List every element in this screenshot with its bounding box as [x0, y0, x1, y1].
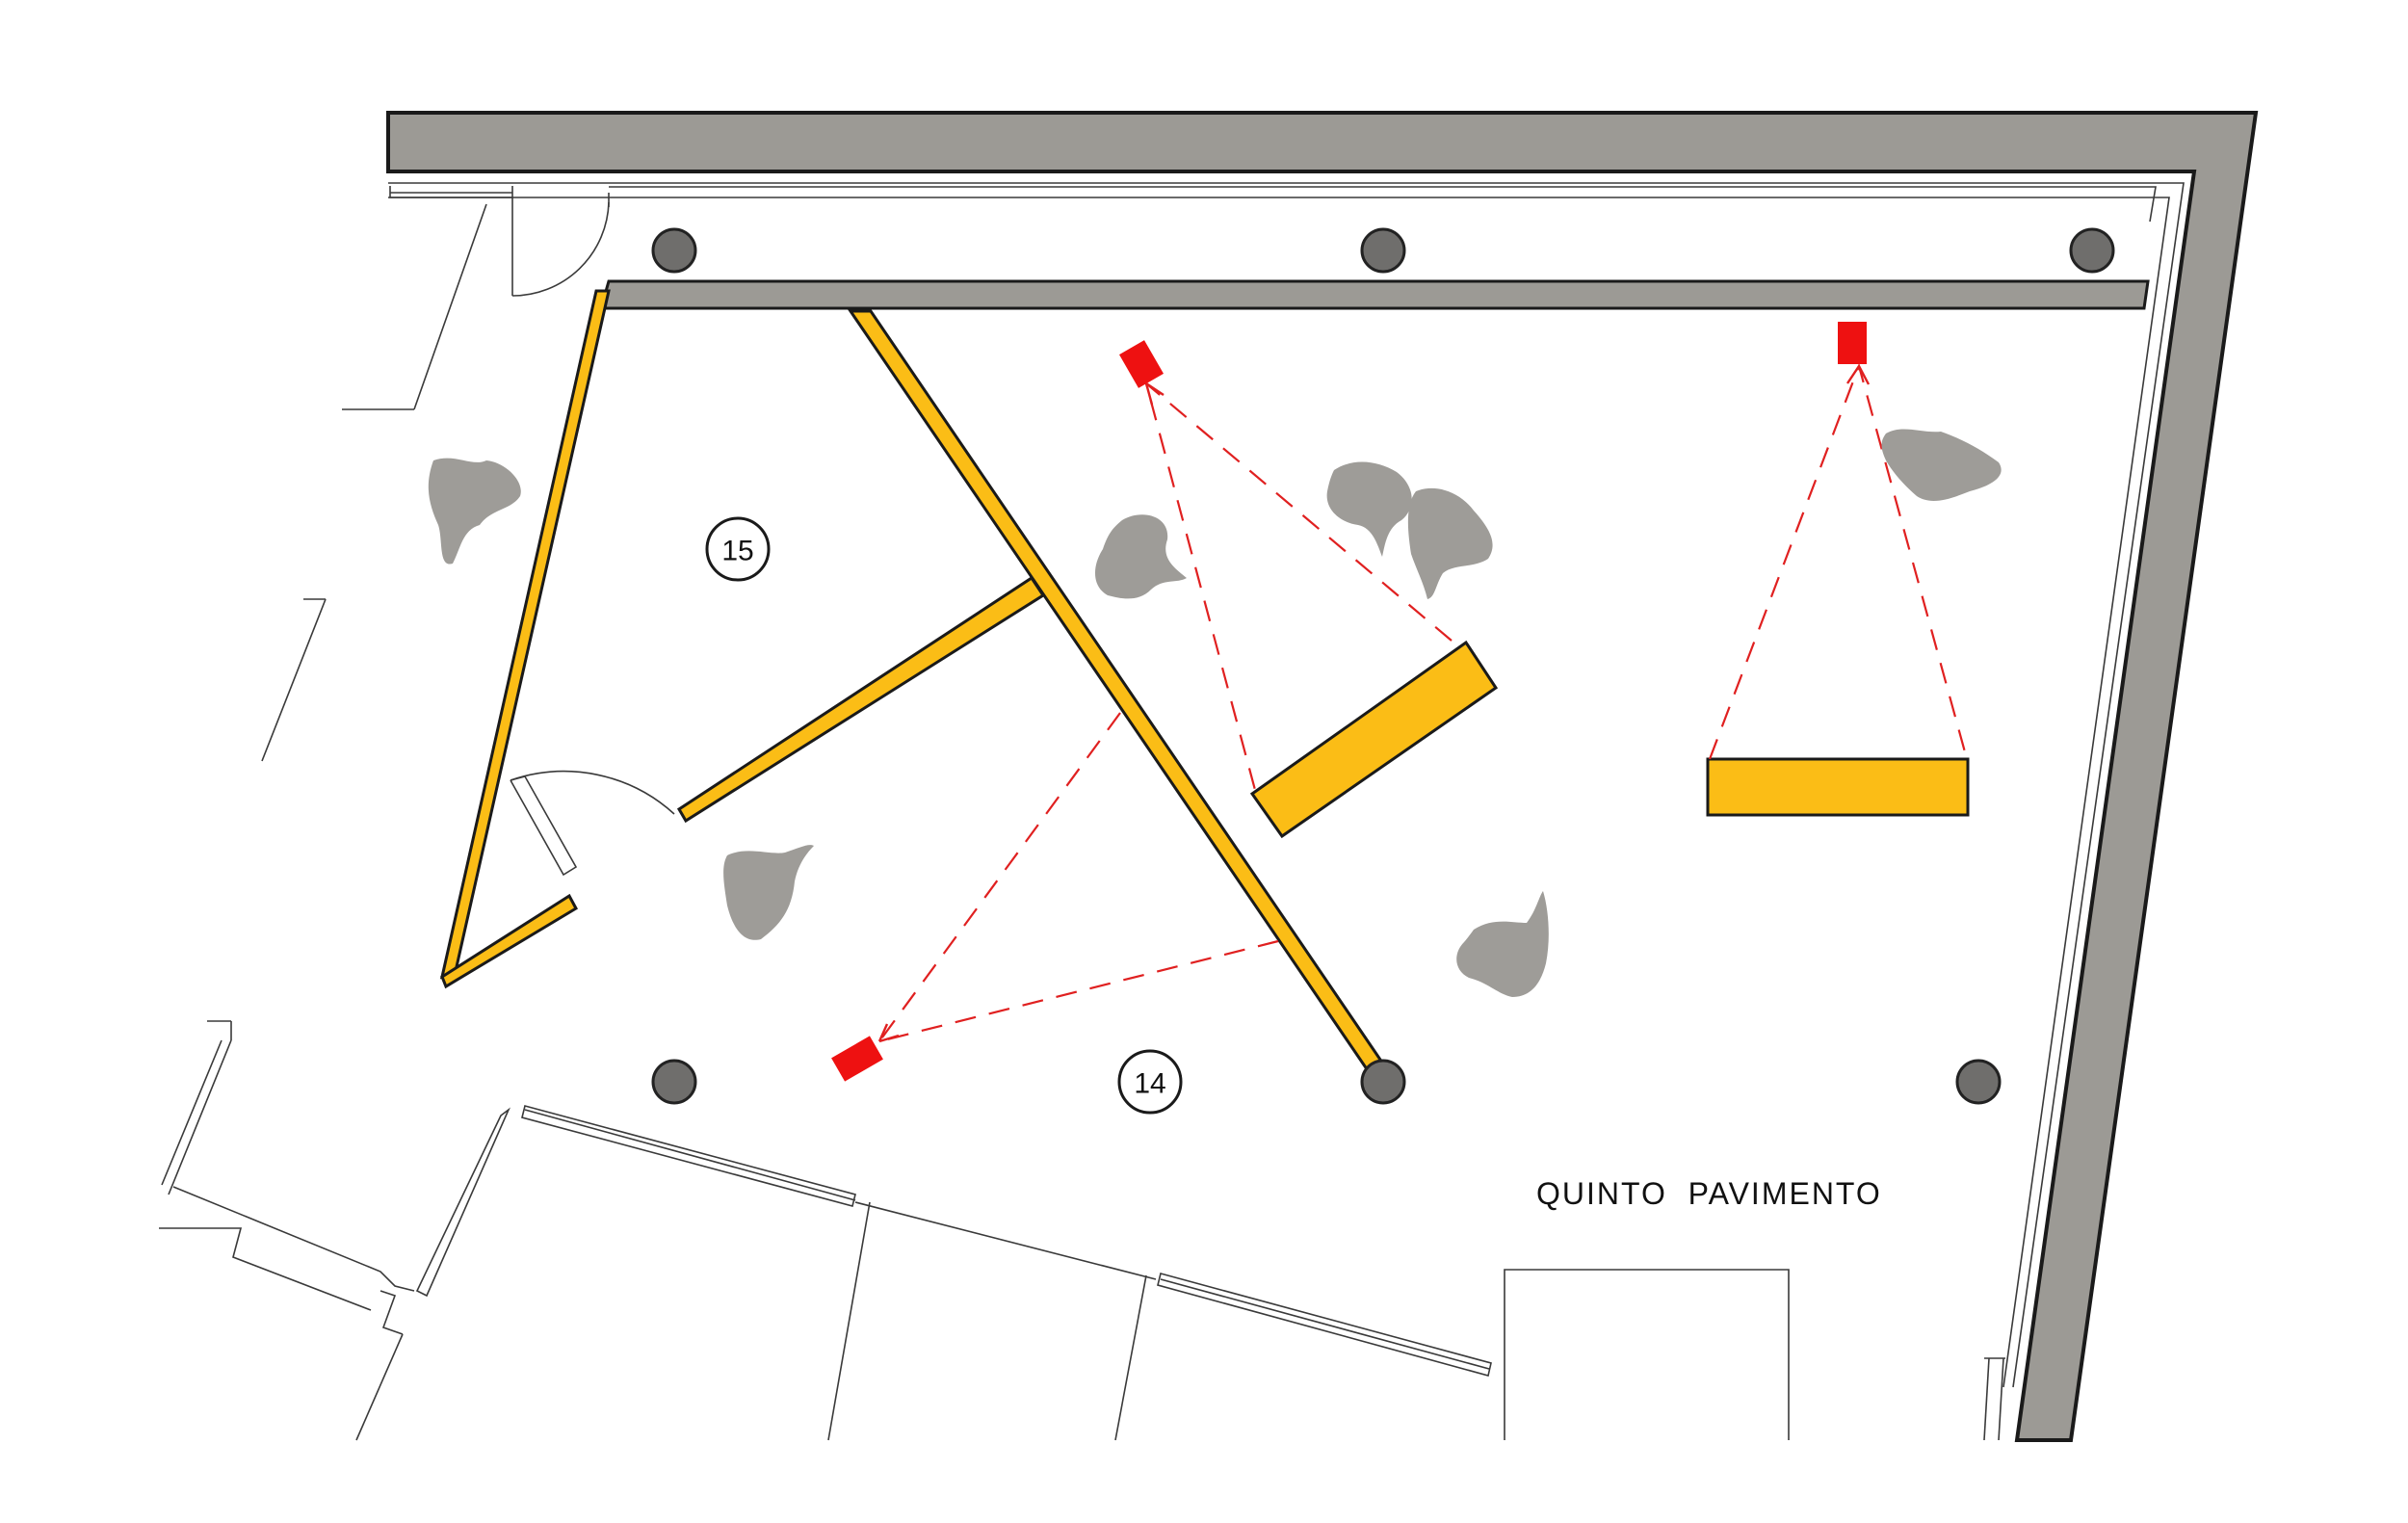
partition-left-tall	[439, 289, 611, 980]
door-swing	[510, 770, 675, 877]
columns	[651, 227, 2115, 1105]
projection-screen-right	[1706, 757, 1970, 817]
ceiling-beam	[599, 279, 2150, 310]
rock-sculpture-icon	[1094, 514, 1187, 599]
arrowhead-bottom	[877, 1023, 900, 1043]
room-tag-circle	[1117, 1049, 1183, 1115]
partition-left-bottom	[440, 893, 578, 989]
room-tag-15: 15	[705, 516, 771, 582]
projector-bottom-rays	[877, 712, 1279, 1043]
exhibition-partitions	[439, 289, 1970, 1087]
room-tag-circle	[705, 516, 771, 582]
column-icon	[651, 227, 697, 274]
column-icon	[1955, 1059, 2002, 1105]
projector-icon	[831, 1036, 883, 1082]
projector-right-rays	[1708, 362, 1969, 760]
arrowhead-right	[1846, 365, 1871, 385]
rock-sculpture-icon	[723, 845, 814, 940]
room-number: 15	[721, 536, 753, 567]
projection-screen-center	[1249, 640, 1499, 839]
rock-sculpture-icon	[1881, 429, 2002, 501]
room-tag-14: 14	[1117, 1049, 1183, 1115]
column-icon	[651, 1059, 697, 1105]
floor-label: QUINTO PAVIMENTO	[1536, 1176, 1882, 1211]
projector-icon	[1838, 322, 1867, 364]
exterior-wall	[386, 111, 2259, 1442]
column-icon	[1360, 227, 1406, 274]
corridor-linework	[388, 182, 2185, 1388]
column-icon	[2069, 227, 2115, 274]
projector-icon	[1119, 340, 1164, 388]
rock-sculpture-icon	[1326, 461, 1412, 557]
rock-sculpture-icon	[428, 458, 521, 565]
rock-sculpture-icon	[1456, 891, 1549, 997]
partition-branch	[676, 575, 1046, 824]
arrowhead-center	[1144, 382, 1165, 406]
rock-sculptures	[428, 429, 2002, 997]
projectors	[831, 322, 1867, 1082]
rock-sculpture-icon	[1407, 487, 1493, 599]
room-number: 14	[1134, 1068, 1165, 1100]
context-linework	[159, 186, 2005, 1441]
column-icon	[1360, 1059, 1406, 1105]
